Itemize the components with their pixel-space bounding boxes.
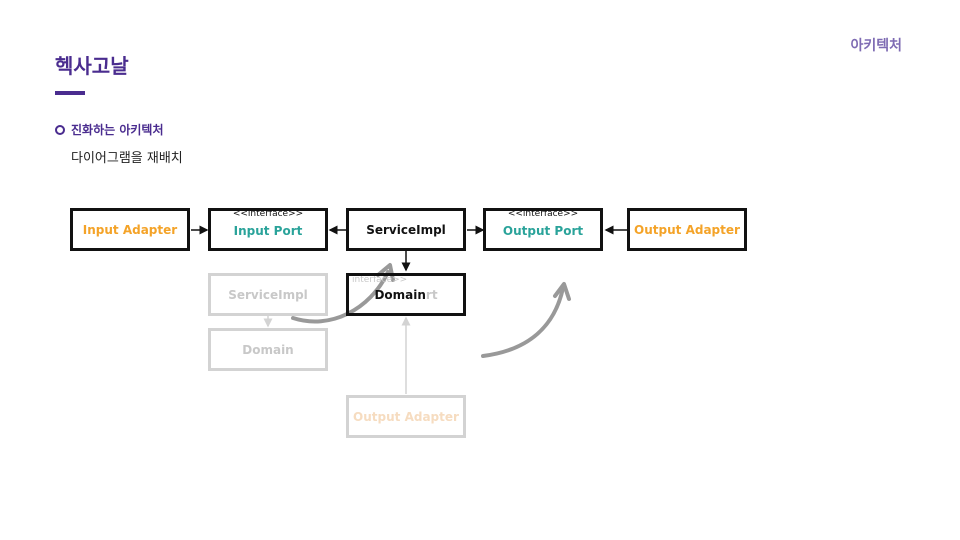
ghost-service-impl-label: ServiceImpl [228, 287, 308, 302]
domain-label: Domain [374, 287, 426, 302]
output-port-stereotype: <<interface>> [507, 209, 579, 219]
input-port-label: Input Port [233, 223, 303, 238]
ghost-output-adapter-box: Output Adapter [346, 395, 466, 438]
input-adapter-label: Input Adapter [82, 222, 178, 237]
ghost-domain-box: Domain [208, 328, 328, 371]
circle-bullet-icon [55, 124, 65, 135]
output-port-box: Output Port [483, 208, 603, 251]
input-adapter-box: Input Adapter [70, 208, 190, 251]
output-adapter-label: Output Adapter [634, 222, 740, 237]
ghost-service-impl-box: ServiceImpl [208, 273, 328, 316]
output-adapter-box: Output Adapter [627, 208, 747, 251]
ghost-port-overlap-text: rt [425, 287, 438, 302]
curved-arrow-right [481, 286, 565, 358]
input-port-stereotype: <<interface>> [232, 209, 304, 219]
section-label: 아키텍처 [850, 38, 902, 54]
bullet-text: 진화하는 아키텍처 [71, 123, 164, 137]
page-title: 헥사고날 [55, 54, 129, 78]
service-impl-label: ServiceImpl [366, 222, 446, 237]
ghost-output-adapter-label: Output Adapter [353, 409, 459, 424]
subtitle: 다이어그램을 재배치 [71, 151, 183, 166]
service-impl-box: ServiceImpl [346, 208, 466, 251]
output-port-label: Output Port [502, 223, 584, 238]
ghost-domain-label: Domain [242, 342, 294, 357]
input-port-box: Input Port [208, 208, 328, 251]
bullet-item: 진화하는 아키텍처 [55, 121, 164, 138]
curved-arrow-right-head [553, 282, 571, 301]
ghost-port-stereotype: interface>> [352, 275, 408, 285]
title-underline [55, 91, 85, 95]
